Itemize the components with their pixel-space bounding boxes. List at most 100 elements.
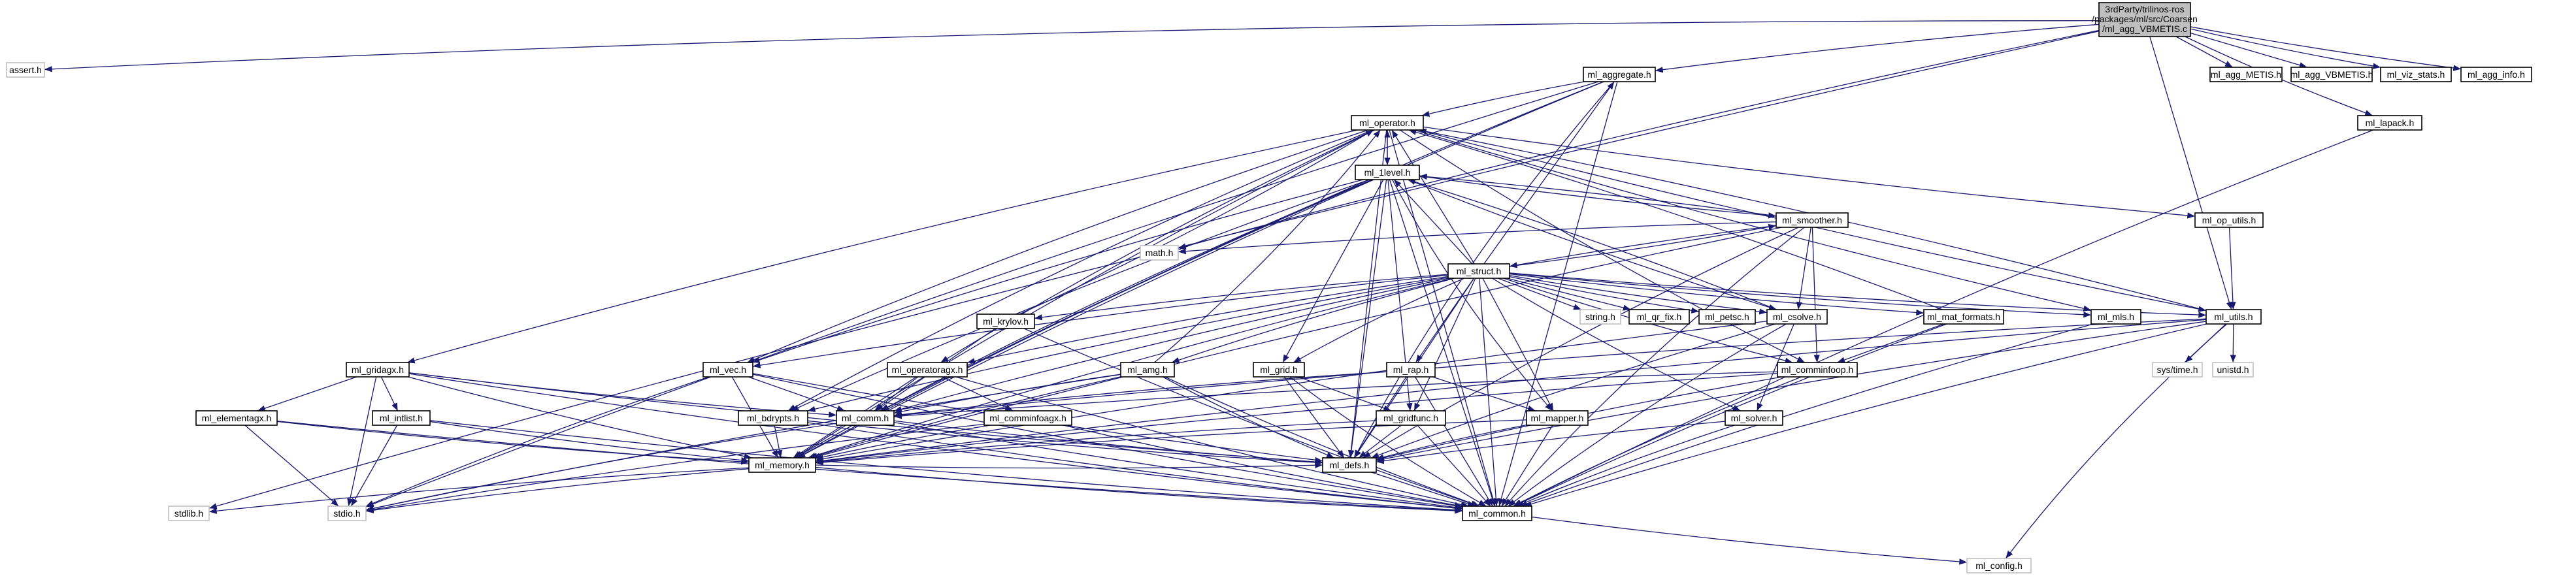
node-assert-h[interactable]: assert.h bbox=[6, 62, 45, 78]
edge-ml-rap-h-to-ml-mapper-h bbox=[1432, 376, 1536, 411]
node-string-h[interactable]: string.h bbox=[1579, 309, 1621, 325]
node-ml-krylov-h[interactable]: ml_krylov.h bbox=[976, 314, 1035, 329]
node-ml-csolve-h[interactable]: ml_csolve.h bbox=[1766, 309, 1828, 325]
edge-root-to-ml-aggregate-h bbox=[1655, 24, 2100, 73]
edge-ml-csolve-h-to-ml-memory-h bbox=[815, 321, 1768, 462]
node-ml-1level-h[interactable]: ml_1level.h bbox=[1355, 165, 1420, 180]
node-ml-config-h[interactable]: ml_config.h bbox=[1966, 558, 2032, 573]
node-label: ml_1level.h bbox=[1364, 167, 1411, 178]
node-ml-mapper-h[interactable]: ml_mapper.h bbox=[1526, 410, 1589, 426]
node-box bbox=[2090, 309, 2141, 325]
node-ml-mat-formats-h[interactable]: ml_mat_formats.h bbox=[1923, 309, 2004, 325]
edge-ml-gridagx-h-to-ml-common-h bbox=[408, 373, 1463, 511]
node-ml-operatoragx-h[interactable]: ml_operatoragx.h bbox=[887, 362, 968, 378]
node-ml-struct-h[interactable]: ml_struct.h bbox=[1447, 263, 1510, 279]
node-ml-comminfoagx-h[interactable]: ml_comminfoagx.h bbox=[983, 410, 1072, 426]
node-box bbox=[836, 410, 895, 426]
node-ml-memory-h[interactable]: ml_memory.h bbox=[748, 457, 816, 473]
edge-ml-smoother-h-to-ml-memory-h bbox=[812, 227, 1782, 459]
node-ml-vec-h[interactable]: ml_vec.h bbox=[702, 362, 753, 378]
node-label: ml_agg_VBMETIS.h bbox=[2290, 69, 2373, 80]
edge-root-to-stdlib-h bbox=[208, 31, 2100, 509]
node-ml-op-utils-h[interactable]: ml_op_utils.h bbox=[2194, 212, 2264, 228]
node-ml-petsc-h[interactable]: ml_petsc.h bbox=[1698, 309, 1756, 325]
edge-ml-struct-h-to-ml-mls-h bbox=[1509, 272, 2092, 318]
node-label: ml_solver.h bbox=[1731, 413, 1777, 423]
node-ml-operator-h[interactable]: ml_operator.h bbox=[1351, 115, 1424, 131]
edge-ml-memory-h-to-stdlib-h bbox=[208, 467, 750, 514]
edge-ml-1level-h-to-ml-defs-h bbox=[1348, 179, 1387, 459]
node-ml-qr-fix-h[interactable]: ml_qr_fix.h bbox=[1628, 309, 1690, 325]
node-math-h[interactable]: math.h bbox=[1140, 245, 1179, 261]
node-label: ml_qr_fix.h bbox=[1637, 312, 1681, 322]
edge-ml-aggregate-h-to-ml-operator-h bbox=[1421, 81, 1585, 117]
node-box bbox=[1777, 362, 1858, 378]
node-box bbox=[2460, 67, 2532, 82]
edge-ml-intlist-h-to-ml-memory-h bbox=[429, 421, 750, 464]
node-ml-comm-h[interactable]: ml_comm.h bbox=[836, 410, 895, 426]
node-ml-defs-h[interactable]: ml_defs.h bbox=[1322, 457, 1377, 473]
edge-ml-mapper-h-to-ml-defs-h bbox=[1376, 425, 1527, 460]
node-ml-lapack-h[interactable]: ml_lapack.h bbox=[2357, 115, 2422, 131]
edge-ml-common-h-to-ml-config-h bbox=[1531, 516, 1968, 565]
edge-ml-1level-h-to-ml-common-h bbox=[1389, 179, 1496, 507]
edge-ml-vec-h-to-ml-comm-h bbox=[748, 376, 845, 411]
node-ml-common-h[interactable]: ml_common.h bbox=[1462, 506, 1532, 521]
edge-ml-csolve-h-to-ml-1level-h bbox=[1408, 179, 1777, 310]
node-box bbox=[2152, 362, 2203, 378]
node-ml-comminfoop-h[interactable]: ml_comminfoop.h bbox=[1777, 362, 1858, 378]
edge-ml-1level-h-to-ml-gridfunc-h bbox=[1387, 179, 1413, 411]
edge-ml-smoother-h-to-ml-1level-h bbox=[1419, 173, 1777, 217]
node-box bbox=[1698, 309, 1756, 325]
node-ml-aggregate-h[interactable]: ml_aggregate.h bbox=[1583, 67, 1656, 82]
node-label: ml_gridagx.h bbox=[352, 364, 404, 375]
edge-ml-memory-h-to-ml-common-h bbox=[815, 466, 1463, 514]
node-label: ml_comminfoagx.h bbox=[989, 413, 1066, 423]
edge-ml-elementagx-h-to-stdio-h bbox=[244, 425, 339, 507]
edge-ml-grid-h-to-ml-common-h bbox=[1289, 376, 1487, 507]
node-box bbox=[2212, 362, 2254, 378]
node-label: string.h bbox=[1585, 312, 1615, 322]
node-box bbox=[1766, 309, 1828, 325]
node-box bbox=[1376, 410, 1446, 426]
node-ml-amg-h[interactable]: ml_amg.h bbox=[1120, 362, 1175, 378]
node-ml-bdrypts-h[interactable]: ml_bdrypts.h bbox=[738, 410, 808, 426]
node-box bbox=[2380, 67, 2452, 82]
edge-root-to-math-h bbox=[1178, 29, 2100, 250]
edge-ml-1level-h-to-ml-grid-h bbox=[1282, 179, 1384, 363]
edge-ml-struct-h-to-ml-operator-h bbox=[1391, 129, 1475, 265]
node-ml-utils-h[interactable]: ml_utils.h bbox=[2205, 309, 2262, 325]
node-label: ml_gridfunc.h bbox=[1383, 413, 1438, 423]
node-box bbox=[983, 410, 1072, 426]
node-label: ml_comminfoop.h bbox=[1781, 364, 1854, 375]
node-ml-smoother-h[interactable]: ml_smoother.h bbox=[1775, 212, 1849, 228]
node-ml-grid-h[interactable]: ml_grid.h bbox=[1253, 362, 1305, 378]
node-ml-agg-vbmetis-h[interactable]: ml_agg_VBMETIS.h bbox=[2290, 67, 2373, 82]
node-ml-agg-info-h[interactable]: ml_agg_info.h bbox=[2460, 67, 2532, 82]
node-ml-elementagx-h[interactable]: ml_elementagx.h bbox=[195, 410, 278, 426]
node-layer: 3rdParty/trilinos-ros/packages/ml/src/Co… bbox=[6, 2, 2532, 573]
edge-ml-mat-formats-h-to-ml-comminfoop-h bbox=[1837, 323, 1944, 363]
edge-ml-krylov-h-to-ml-common-h bbox=[1023, 328, 1479, 507]
node-ml-intlist-h[interactable]: ml_intlist.h bbox=[372, 410, 431, 426]
node-stdlib-h[interactable]: stdlib.h bbox=[168, 506, 210, 521]
node-ml-gridfunc-h[interactable]: ml_gridfunc.h bbox=[1376, 410, 1446, 426]
node-sys-time-h[interactable]: sys/time.h bbox=[2152, 362, 2203, 378]
node-stdio-h[interactable]: stdio.h bbox=[327, 506, 367, 521]
edge-ml-struct-h-to-ml-comm-h bbox=[893, 278, 1449, 412]
node-ml-solver-h[interactable]: ml_solver.h bbox=[1725, 410, 1783, 426]
edge-ml-comm-h-to-ml-common-h bbox=[893, 422, 1463, 511]
node-box bbox=[1526, 410, 1589, 426]
node-box bbox=[1355, 165, 1420, 180]
node-ml-gridagx-h[interactable]: ml_gridagx.h bbox=[346, 362, 410, 378]
edge-ml-1level-h-to-ml-bdrypts-h bbox=[791, 179, 1370, 411]
node-ml-viz-stats-h[interactable]: ml_viz_stats.h bbox=[2380, 67, 2452, 82]
edge-ml-mat-formats-h-to-ml-operator-h bbox=[1408, 129, 1943, 310]
node-ml-rap-h[interactable]: ml_rap.h bbox=[1386, 362, 1436, 378]
edge-ml-amg-h-to-ml-memory-h bbox=[809, 376, 1121, 459]
node-unistd-h[interactable]: unistd.h bbox=[2212, 362, 2254, 378]
node-ml-mls-h[interactable]: ml_mls.h bbox=[2090, 309, 2141, 325]
edge-ml-operator-h-to-ml-mls-h bbox=[1414, 129, 2092, 312]
node-ml-agg-metis-h[interactable]: ml_agg_METIS.h bbox=[2209, 67, 2283, 82]
